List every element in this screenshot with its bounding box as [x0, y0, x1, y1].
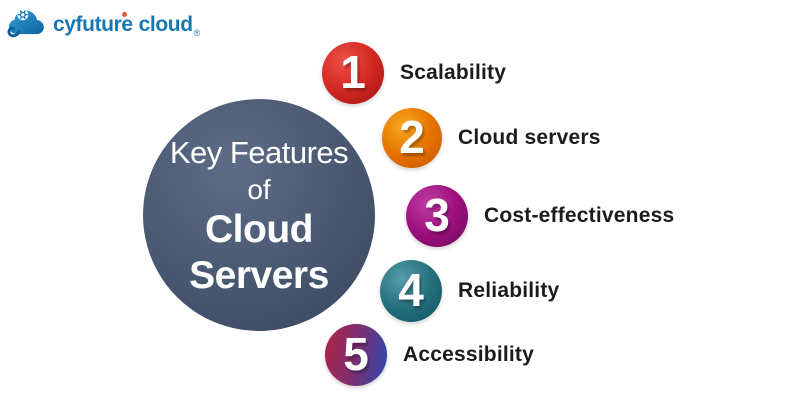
feature-label: Cloud servers [458, 126, 601, 149]
logo-text: cyfuture cloud ® [53, 12, 201, 38]
badge-number: 5 [343, 328, 369, 380]
feature-item-cost-effectiveness: 3 Cost-effectiveness [406, 185, 674, 247]
number-badge: 4 [380, 260, 442, 322]
badge-number: 1 [340, 46, 366, 98]
number-badge: 3 [406, 185, 468, 247]
main-circle-title-line: of [247, 174, 271, 205]
registered-trademark-symbol: ® [193, 28, 201, 38]
number-badge: 1 [322, 42, 384, 104]
gear-icon [17, 10, 28, 20]
feature-label: Reliability [458, 279, 560, 302]
feature-item-reliability: 4 Reliability [380, 260, 559, 322]
logo-brand: cyfuture [53, 13, 133, 36]
badge-number: 3 [424, 189, 450, 241]
logo: cyfuture cloud ® [6, 6, 200, 42]
main-circle-title-line: Key Features [169, 135, 349, 170]
logo-product: cloud [138, 13, 193, 36]
feature-label: Cost-effectiveness [484, 204, 675, 227]
main-circle-title-line: Servers [189, 254, 329, 297]
number-badge: 2 [382, 108, 442, 168]
feature-item-scalability: 1 Scalability [322, 42, 506, 104]
feature-label: Accessibility [403, 343, 534, 366]
feature-item-cloud-servers: 2 Cloud servers [382, 108, 601, 168]
logo-accent-dot [122, 12, 127, 17]
badge-number: 4 [398, 264, 424, 316]
feature-item-accessibility: 5 Accessibility [325, 324, 534, 386]
feature-label: Scalability [400, 61, 507, 84]
number-badge: 5 [325, 324, 387, 386]
main-circle: Key Features of Cloud Servers [143, 99, 375, 331]
badge-number: 2 [399, 111, 425, 163]
main-circle-title-line: Cloud [205, 208, 313, 251]
cyfuture-cloud-logo-icon [7, 9, 44, 38]
